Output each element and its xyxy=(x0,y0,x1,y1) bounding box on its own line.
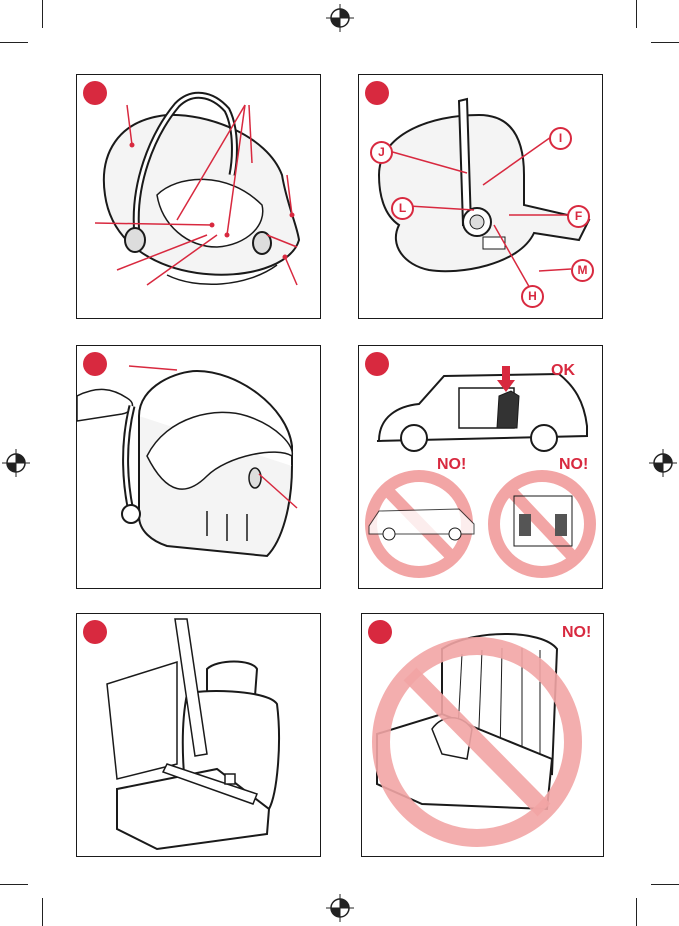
crop-mark xyxy=(651,884,679,885)
ok-label: OK xyxy=(551,362,575,380)
callout-i: I xyxy=(549,127,572,150)
vehicle-seat-illustration xyxy=(77,614,320,856)
crop-mark xyxy=(0,42,28,43)
crop-mark xyxy=(636,898,637,926)
registration-mark-icon xyxy=(649,449,677,477)
crop-mark xyxy=(42,898,43,926)
panel-seat-side-view: J I L F H M xyxy=(358,74,603,319)
registration-mark-icon xyxy=(326,4,354,32)
callout-h: H xyxy=(521,285,544,308)
callout-f: F xyxy=(567,205,590,228)
crop-mark xyxy=(636,0,637,28)
step-marker xyxy=(368,620,392,644)
carrying-seat-illustration xyxy=(77,346,320,588)
rear-seat-illustration xyxy=(362,614,603,856)
panel-lap-belt-prohibited: NO! xyxy=(361,613,604,857)
car-seat-illustration xyxy=(77,75,320,318)
panel-vehicle-seat-belt xyxy=(76,613,321,857)
panel-vehicle-position: OK NO! NO! xyxy=(358,345,603,589)
crop-mark xyxy=(42,0,43,28)
registration-mark-icon xyxy=(326,894,354,922)
no-label-right: NO! xyxy=(559,456,588,474)
step-marker xyxy=(83,81,107,105)
step-marker xyxy=(365,81,389,105)
step-marker xyxy=(365,352,389,376)
step-marker xyxy=(83,620,107,644)
callout-m: M xyxy=(571,259,594,282)
callout-j: J xyxy=(370,141,393,164)
panel-seat-overview xyxy=(76,74,321,319)
no-label: NO! xyxy=(562,624,591,642)
car-seat-side-illustration xyxy=(359,75,602,318)
prohibition-icon xyxy=(494,476,590,572)
crop-mark xyxy=(0,884,28,885)
registration-mark-icon xyxy=(2,449,30,477)
crop-mark xyxy=(651,42,679,43)
callout-l: L xyxy=(391,197,414,220)
no-label-left: NO! xyxy=(437,456,466,474)
panel-carry-handle xyxy=(76,345,321,589)
step-marker xyxy=(83,352,107,376)
prohibition-icon xyxy=(369,476,474,572)
